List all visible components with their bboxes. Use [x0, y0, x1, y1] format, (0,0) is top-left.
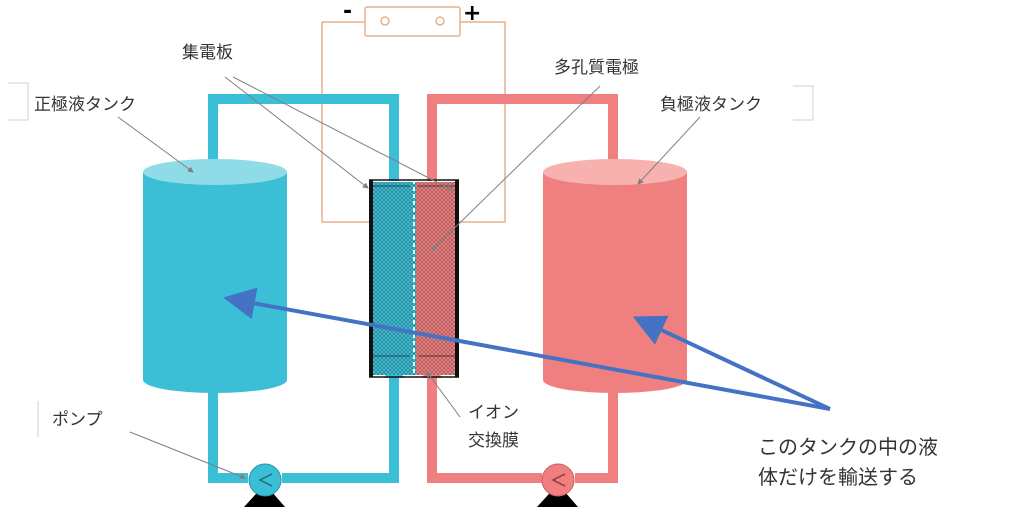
callout-brackets: [8, 82, 814, 437]
label-pointers: [117, 76, 701, 479]
pump-label: ポンプ: [52, 410, 103, 430]
negative-loop-pipes: [427, 94, 618, 483]
positive-loop-pipes: [208, 94, 399, 483]
positive-electrolyte-tank: [143, 159, 287, 393]
porous-electrode-label: 多孔質電極: [554, 58, 639, 78]
plus-terminal-label: +: [463, 1, 481, 26]
collector-plate-left: [369, 180, 373, 377]
negative-electrolyte-tank: [543, 159, 687, 393]
power-source-icon: [364, 6, 461, 37]
pump-left-icon: [244, 463, 285, 507]
membrane-label-line1: イオン: [468, 403, 519, 423]
note-line2: 体だけを輸送する: [758, 465, 918, 489]
external-circuit: [321, 21, 506, 223]
pump-right-icon: [537, 463, 578, 507]
positive-tank-label: 正極液タンク: [34, 95, 136, 115]
annotation-arrows: [223, 287, 831, 411]
note-line1: このタンクの中の液: [758, 435, 938, 459]
membrane-label-line2: 交換膜: [468, 431, 519, 451]
collector-plate-right: [455, 180, 459, 377]
negative-tank-label: 負極液タンク: [660, 95, 762, 115]
cell-stack: [369, 179, 459, 378]
collector-plate-label: 集電板: [182, 43, 233, 63]
minus-terminal-label: -: [343, 0, 352, 24]
